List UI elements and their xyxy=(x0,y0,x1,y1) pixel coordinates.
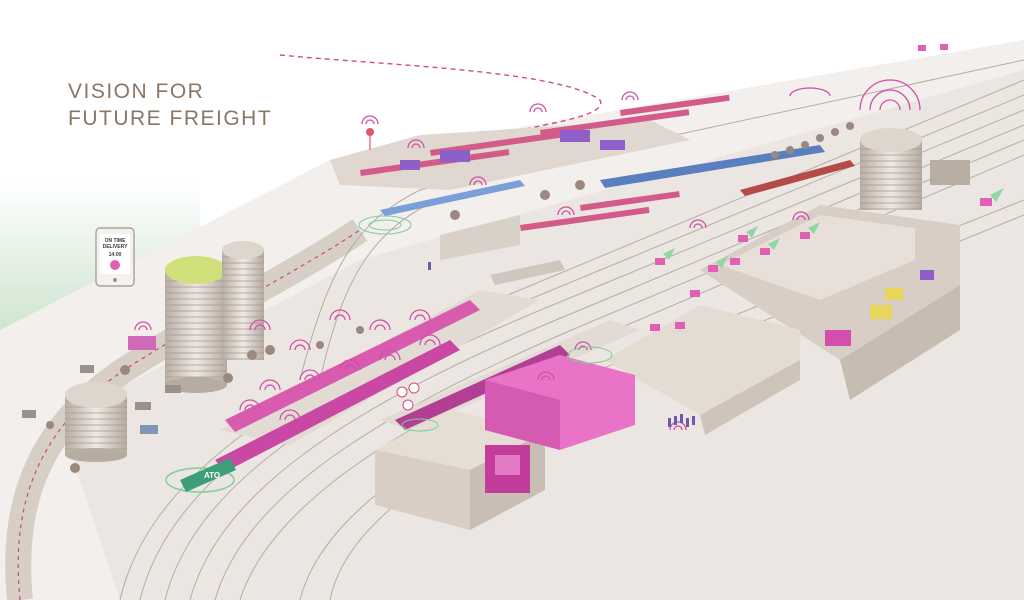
purple-containers xyxy=(400,130,625,170)
clock-icon xyxy=(396,382,420,411)
road-lane-marking xyxy=(17,229,361,600)
gantry-cranes xyxy=(360,94,730,231)
title-line-2: FUTURE FREIGHT xyxy=(68,107,273,130)
silo-small xyxy=(65,382,127,462)
underground-storage-block xyxy=(375,410,545,530)
drone-route xyxy=(279,54,602,151)
warehouse-terminal xyxy=(700,205,960,400)
platform xyxy=(220,290,540,445)
footbridge xyxy=(490,260,565,285)
freight-trains xyxy=(215,145,855,472)
container-stacks xyxy=(485,355,635,450)
vehicles xyxy=(22,270,934,434)
tablet-delivery-text: DELIVERY xyxy=(103,244,128,250)
yard-ground xyxy=(60,70,1024,600)
silo-right xyxy=(860,128,970,210)
wifi-signal-icon xyxy=(134,79,921,431)
tablet-icon: ON TIME DELIVERY 14:00 xyxy=(95,227,135,287)
wifi-signal-ground-rings xyxy=(358,215,613,432)
station-area xyxy=(330,120,690,190)
drone-icon xyxy=(650,44,992,331)
train-label: ATO xyxy=(204,471,220,480)
lower-warehouse xyxy=(605,305,800,435)
silo-group-left xyxy=(165,241,264,393)
tablet-time-text: 14:00 xyxy=(109,252,122,258)
tablet-on-time-text: ON TIME xyxy=(105,238,126,244)
control-building xyxy=(440,215,520,260)
location-pin-icon xyxy=(366,128,374,150)
people xyxy=(428,262,695,427)
drone-wings xyxy=(663,188,1004,268)
trees xyxy=(46,122,854,473)
page-title: VISION FOR FUTURE FREIGHT xyxy=(68,78,272,132)
title-line-1: VISION FOR xyxy=(68,80,205,103)
ato-train: ATO xyxy=(165,458,236,493)
